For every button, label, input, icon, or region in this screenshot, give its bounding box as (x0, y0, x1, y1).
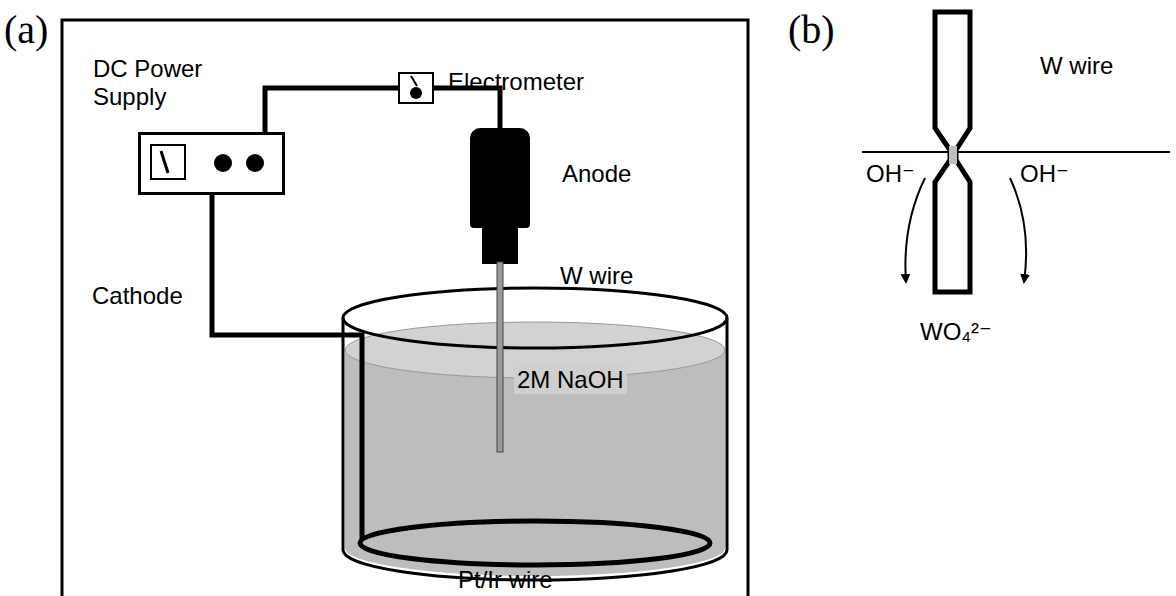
part-label: Pt/Ir wire (458, 566, 553, 594)
ion-label: WO₄²⁻ (920, 318, 992, 346)
node-label: Anode (562, 160, 631, 188)
part-label: W wire (1040, 52, 1113, 80)
node-label: DC Power Supply (93, 55, 243, 111)
electrometer-body (399, 73, 433, 103)
knob (410, 87, 422, 99)
anode: Anode (470, 128, 530, 228)
meter-needle (161, 151, 168, 173)
panel-frame (62, 20, 748, 596)
solution-surface-line (862, 151, 1170, 153)
beaker-wall (343, 318, 727, 580)
cathode-wire (212, 195, 362, 540)
knob (246, 154, 264, 172)
needle (411, 76, 417, 86)
node-label: Electrometer (448, 68, 584, 96)
w-wire-neck (935, 12, 970, 292)
flow-arrow (905, 178, 925, 282)
supply-face (141, 135, 282, 192)
part-label: Cathode (92, 282, 183, 310)
power-supply: DC Power Supply (138, 132, 285, 195)
panel-label: (a) (4, 8, 48, 52)
flow-arrow (1010, 178, 1026, 282)
pt-ir-ring (360, 521, 710, 565)
electrometer-icon (398, 72, 434, 104)
w-wire (497, 262, 503, 452)
knob (214, 154, 232, 172)
etched-neck (949, 146, 957, 164)
wire (265, 88, 398, 132)
ion-label: OH⁻ (866, 160, 915, 188)
panel-label: (b) (788, 8, 835, 52)
solution-label: 2M NaOH (514, 366, 627, 394)
beaker-rim (343, 288, 727, 348)
meter (151, 145, 185, 179)
electrometer: Electrometer (398, 72, 434, 104)
naoh-solution (345, 322, 725, 576)
part-label: W wire (560, 262, 633, 290)
ion-label: OH⁻ (1020, 160, 1069, 188)
anode-holder (482, 226, 518, 264)
